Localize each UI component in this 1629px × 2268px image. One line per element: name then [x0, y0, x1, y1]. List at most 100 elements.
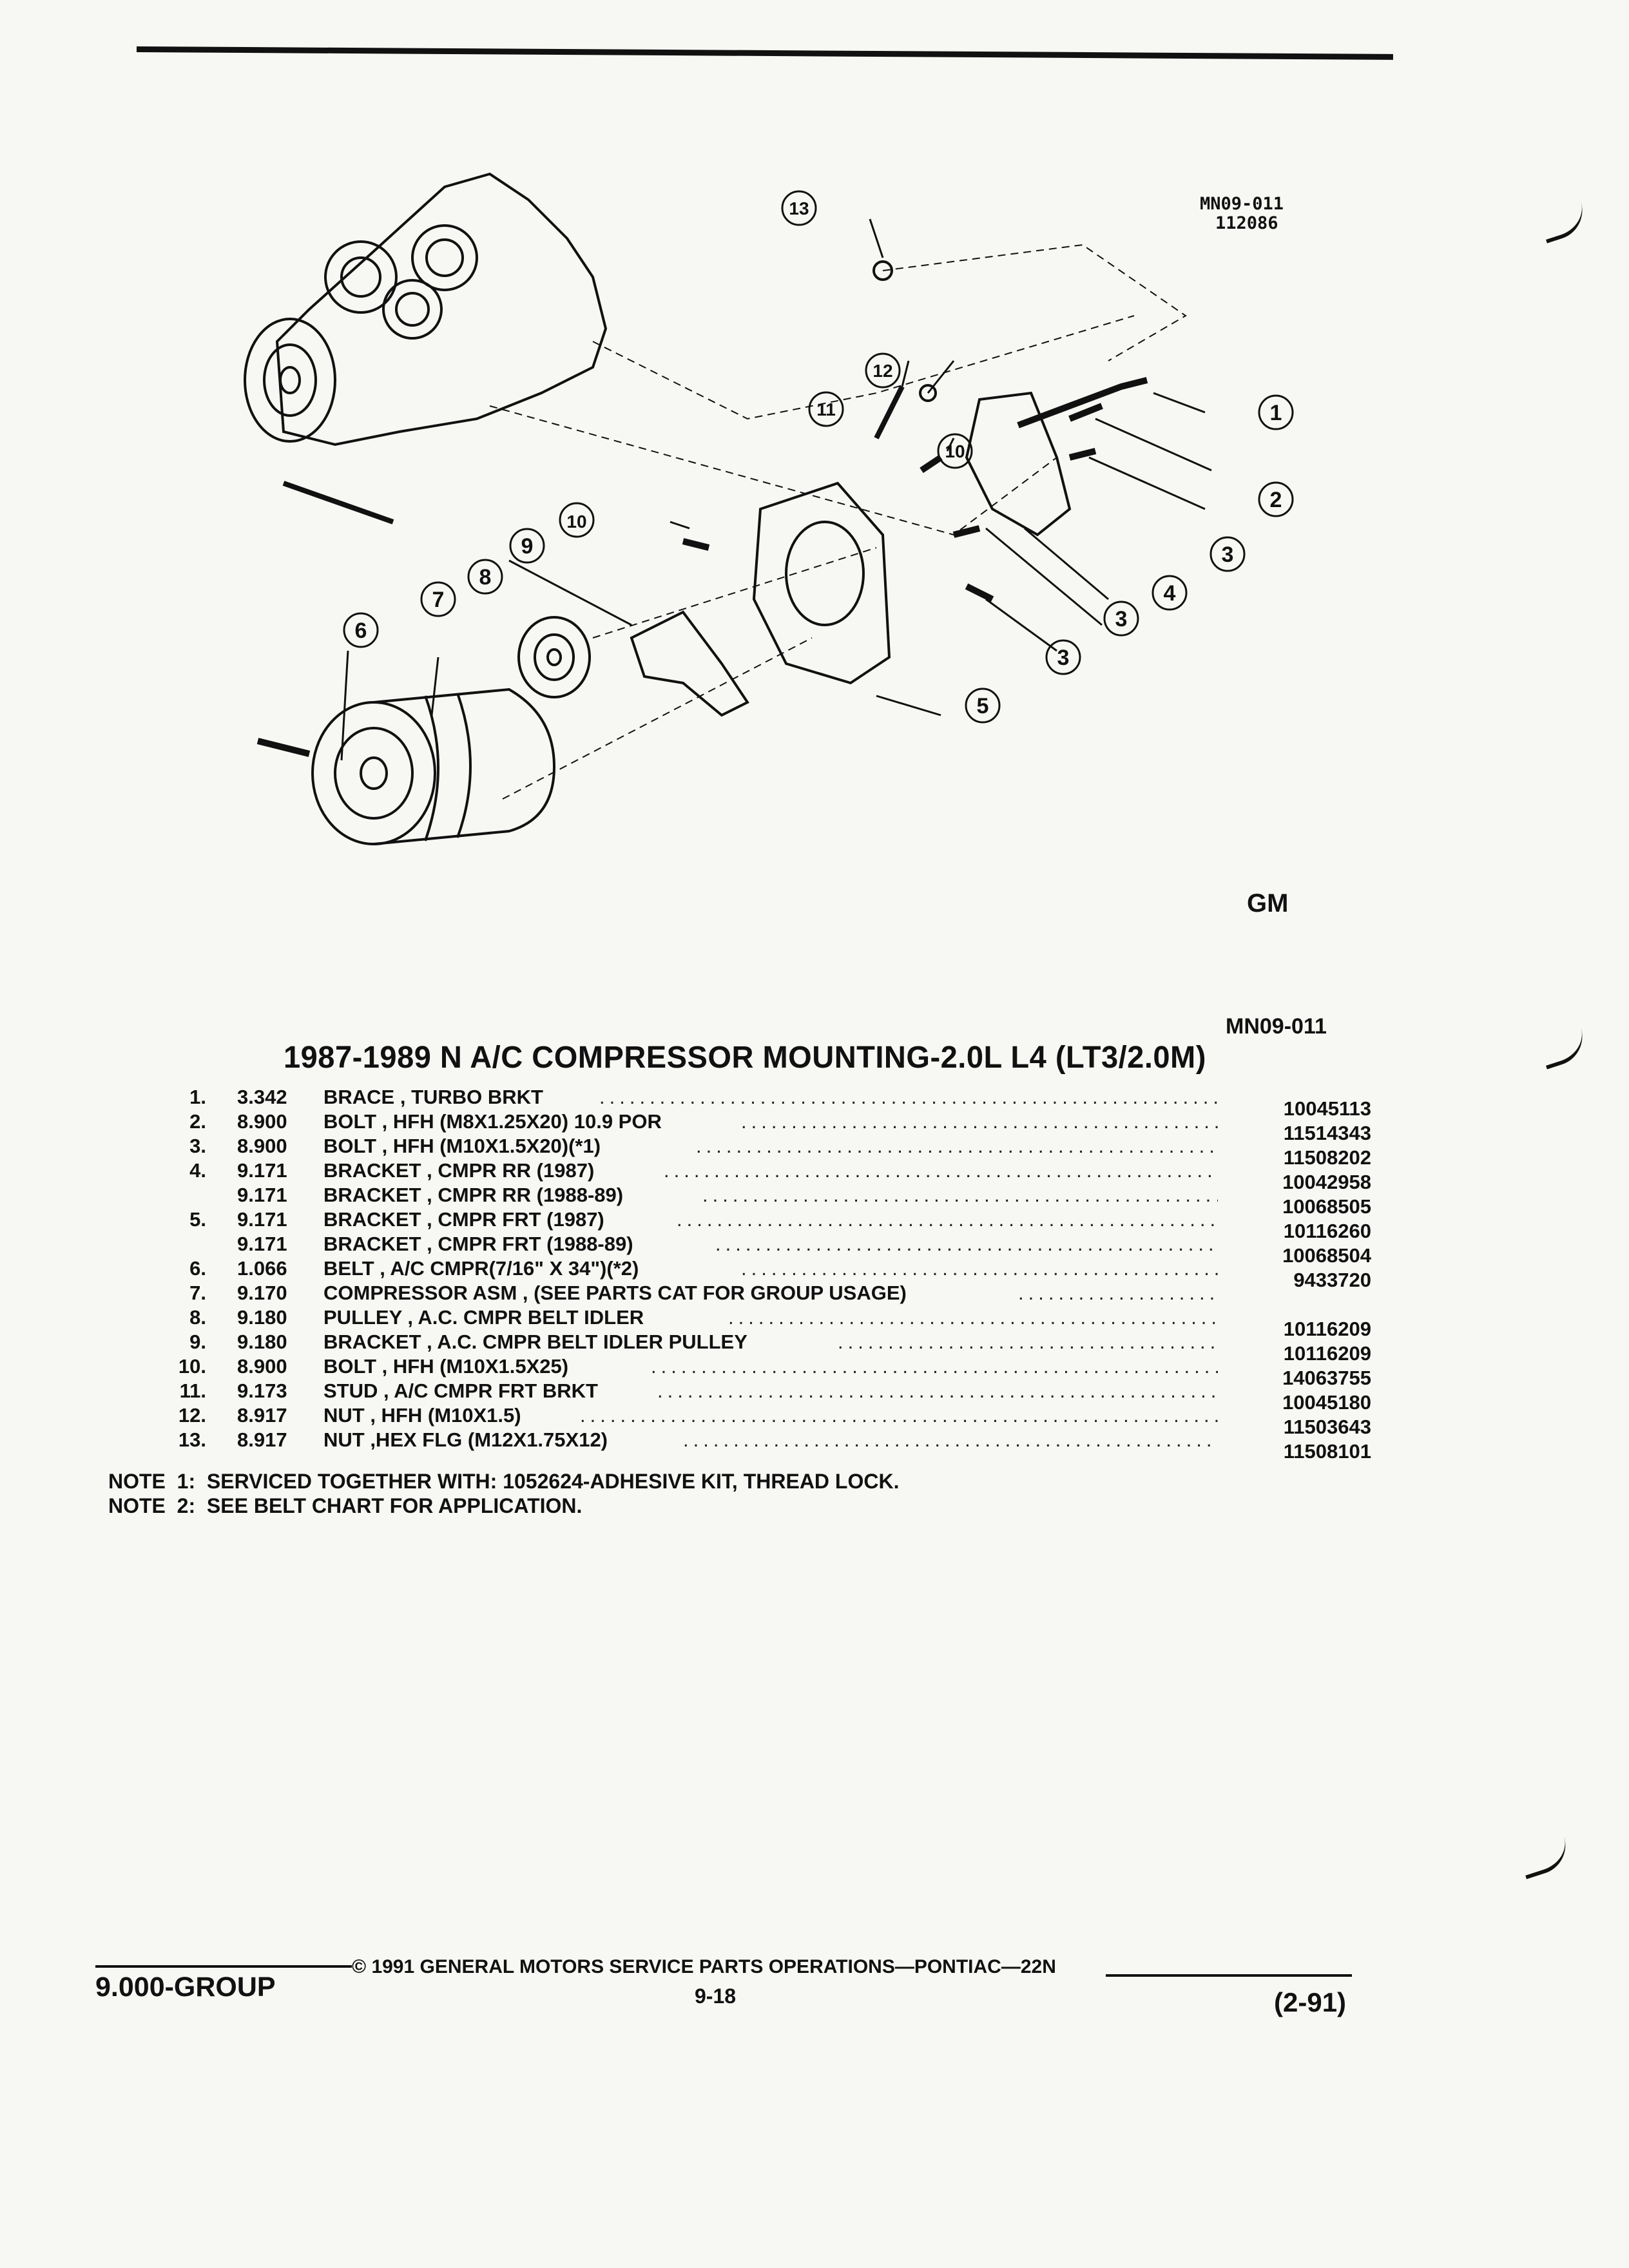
svg-text:10: 10 [566, 512, 586, 532]
parts-row: 7. 9.170 COMPRESSOR ASM , (SEE PARTS CAT… [161, 1281, 1373, 1305]
page-number: 9-18 [695, 1984, 737, 2008]
group-number: 9.173 [237, 1379, 287, 1402]
binder-mark [1537, 201, 1590, 244]
leader-dots: ........................................… [741, 1257, 1218, 1280]
svg-text:3: 3 [1222, 543, 1234, 567]
part-number: 10116260 [1283, 1220, 1371, 1242]
part-description: BOLT , HFH (M8X1.25X20) 10.9 POR [323, 1110, 662, 1133]
figure-date-code: 112086 [1215, 213, 1278, 233]
parts-row: 9. 9.180 BRACKET , A.C. CMPR BELT IDLER … [161, 1330, 1373, 1354]
part-description: BRACKET , A.C. CMPR BELT IDLER PULLEY [323, 1331, 747, 1353]
svg-text:8: 8 [479, 565, 492, 590]
figure-code-top: MN09-011 112086 [1200, 195, 1284, 233]
svg-text:7: 7 [432, 588, 445, 612]
part-description: BRACKET , CMPR RR (1988-89) [323, 1184, 624, 1206]
parts-row: 1. 3.342 BRACE , TURBO BRKT ............… [161, 1085, 1373, 1110]
svg-text:5: 5 [977, 694, 989, 718]
binder-mark [1537, 1027, 1590, 1070]
group-number: 9.171 [237, 1208, 287, 1231]
group-number: 8.900 [237, 1355, 287, 1378]
parts-row: 13. 8.917 NUT ,HEX FLG (M12X1.75X12) ...… [161, 1428, 1373, 1452]
group-number: 8.917 [237, 1428, 287, 1451]
footer-rule-left [95, 1965, 352, 1968]
leader-dots: ........................................… [599, 1086, 1218, 1108]
svg-text:1: 1 [1270, 401, 1282, 425]
part-number: 10116209 [1283, 1318, 1371, 1340]
note-2: NOTE 2: SEE BELT CHART FOR APPLICATION. [108, 1494, 583, 1517]
binder-mark [1517, 1836, 1574, 1879]
part-number: 14063755 [1282, 1367, 1371, 1389]
part-description: COMPRESSOR ASM , (SEE PARTS CAT FOR GROU… [323, 1282, 907, 1304]
group-number: 9.170 [237, 1282, 287, 1304]
part-number: 10068504 [1282, 1244, 1371, 1267]
leader-dots: ........................................… [741, 1110, 1218, 1133]
footer-rule-right [1106, 1974, 1352, 1977]
part-description: NUT ,HEX FLG (M12X1.75X12) [323, 1428, 608, 1451]
part-number: 10116209 [1283, 1342, 1371, 1365]
notes: NOTE 1: SERVICED TOGETHER WITH: 1052624-… [108, 1469, 899, 1518]
svg-text:12: 12 [872, 361, 892, 381]
item-number: 5. [189, 1208, 206, 1231]
leader-dots: ........................................… [715, 1233, 1218, 1255]
part-number: 11503643 [1283, 1416, 1371, 1438]
part-number: 10042958 [1282, 1171, 1371, 1193]
svg-text:9: 9 [521, 534, 534, 559]
leader-dots: ........................................… [702, 1184, 1218, 1206]
svg-text:3: 3 [1057, 646, 1070, 670]
footer-copyright: © 1991 GENERAL MOTORS SERVICE PARTS OPER… [352, 1956, 1056, 1977]
group-number: 9.171 [237, 1159, 287, 1182]
group-number: 8.917 [237, 1404, 287, 1427]
figure-code-bottom: MN09-011 [1226, 1014, 1327, 1039]
part-number: 10045180 [1282, 1391, 1371, 1414]
part-description: BOLT , HFH (M10X1.5X20)(*1) [323, 1135, 601, 1157]
parts-row: 11. 9.173 STUD , A/C CMPR FRT BRKT .....… [161, 1379, 1373, 1403]
svg-text:10: 10 [945, 441, 965, 461]
item-number: 12. [178, 1404, 206, 1427]
item-number: 8. [189, 1306, 206, 1329]
part-description: STUD , A/C CMPR FRT BRKT [323, 1379, 598, 1402]
group-number: 9.171 [237, 1184, 287, 1206]
svg-text:4: 4 [1164, 581, 1176, 606]
group-number: 1.066 [237, 1257, 287, 1280]
item-number: 4. [189, 1159, 206, 1182]
parts-row: 9.171 BRACKET , CMPR RR (1988-89) ......… [161, 1183, 1373, 1207]
svg-text:13: 13 [789, 198, 809, 218]
part-description: BRACE , TURBO BRKT [323, 1086, 543, 1108]
part-number: 11514343 [1283, 1122, 1371, 1144]
item-number: 13. [178, 1428, 206, 1451]
svg-text:3: 3 [1115, 607, 1128, 631]
part-description: NUT , HFH (M10X1.5) [323, 1404, 521, 1427]
group-number: 3.342 [237, 1086, 287, 1108]
leader-dots: ........................................… [677, 1208, 1218, 1231]
figure-code: MN09-011 [1200, 194, 1284, 214]
parts-row: 4. 9.171 BRACKET , CMPR RR (1987) ......… [161, 1158, 1373, 1183]
part-description: BRACKET , CMPR FRT (1988-89) [323, 1233, 633, 1255]
parts-row: 10. 8.900 BOLT , HFH (M10X1.5X25) ......… [161, 1354, 1373, 1379]
part-description: BOLT , HFH (M10X1.5X25) [323, 1355, 569, 1378]
item-number: 11. [179, 1379, 206, 1402]
item-number: 1. [189, 1086, 206, 1108]
parts-row: 5. 9.171 BRACKET , CMPR FRT (1987) .....… [161, 1207, 1373, 1232]
parts-row: 8. 9.180 PULLEY , A.C. CMPR BELT IDLER .… [161, 1305, 1373, 1330]
part-number: 10068505 [1282, 1195, 1371, 1218]
part-number: 9433720 [1293, 1269, 1371, 1291]
part-number: 11508202 [1283, 1146, 1371, 1169]
part-description: BRACKET , CMPR FRT (1987) [323, 1208, 604, 1231]
parts-row: 2. 8.900 BOLT , HFH (M8X1.25X20) 10.9 PO… [161, 1110, 1373, 1134]
item-number: 10. [178, 1355, 206, 1378]
part-description: PULLEY , A.C. CMPR BELT IDLER [323, 1306, 644, 1329]
item-number: 7. [189, 1282, 206, 1304]
part-number: 11508101 [1283, 1440, 1371, 1463]
part-number: 10045113 [1283, 1097, 1371, 1120]
parts-row: 12. 8.917 NUT , HFH (M10X1.5) ..........… [161, 1403, 1373, 1428]
top-rule [136, 46, 1393, 60]
section-title: 1987-1989 N A/C COMPRESSOR MOUNTING-2.0L… [284, 1041, 1206, 1075]
parts-row: 6. 1.066 BELT , A/C CMPR(7/16" X 34")(*2… [161, 1256, 1373, 1281]
leader-dots: ........................................… [657, 1379, 1218, 1402]
part-description: BRACKET , CMPR RR (1987) [323, 1159, 595, 1182]
part-description: BELT , A/C CMPR(7/16" X 34")(*2) [323, 1257, 639, 1280]
group-number: 8.900 [237, 1135, 287, 1157]
item-number: 2. [189, 1110, 206, 1133]
footer-date: (2-91) [1274, 1987, 1347, 2017]
footer-group: 9.000-GROUP [95, 1972, 276, 2003]
